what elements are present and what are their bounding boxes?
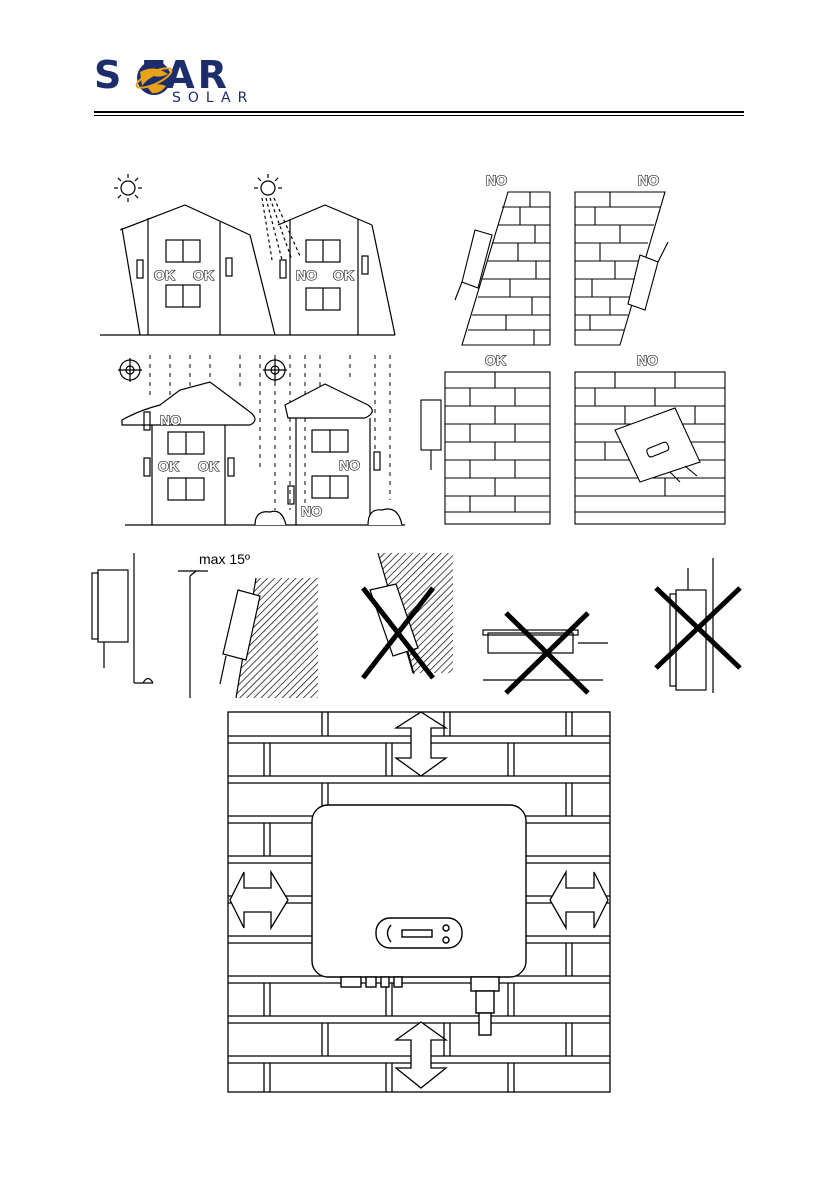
header-divider xyxy=(94,111,744,116)
ok-label: OK xyxy=(193,267,214,283)
no-label: NO xyxy=(637,352,658,368)
no-label: NO xyxy=(486,172,507,188)
clearance-diagram xyxy=(226,710,612,1095)
ok-label: OK xyxy=(154,267,175,283)
clearance-right-arrow xyxy=(550,872,608,928)
ok-label: OK xyxy=(158,458,179,474)
sun-icon xyxy=(254,174,282,195)
ok-label: OK xyxy=(198,458,219,474)
snow-rain-diagram: NO OK OK NO NO xyxy=(110,350,405,530)
clearance-down-arrow xyxy=(396,1022,446,1088)
snowflake-icon xyxy=(118,358,142,382)
ok-label: OK xyxy=(485,352,506,368)
max-angle-label: max 15º xyxy=(199,551,250,567)
no-label: NO xyxy=(339,457,360,473)
sun-exposure-diagram: OK OK NO OK xyxy=(100,170,400,345)
no-label: NO xyxy=(160,412,181,428)
globe-icon xyxy=(134,58,174,98)
mounting-angle-diagram: max 15º xyxy=(78,548,748,698)
inverter-device xyxy=(312,805,526,1035)
tilt-diagram: NO NO xyxy=(440,170,680,348)
sun-icon xyxy=(114,174,142,202)
ok-label: OK xyxy=(333,267,354,283)
clearance-left-arrow xyxy=(230,872,288,928)
clearance-up-arrow xyxy=(396,712,446,776)
snowflake-icon xyxy=(263,358,287,382)
no-label: NO xyxy=(296,267,317,283)
no-label: NO xyxy=(301,503,322,519)
brand-logo-subtext: SOLAR xyxy=(172,91,254,105)
no-label: NO xyxy=(638,172,659,188)
orientation-diagram: OK NO xyxy=(415,350,727,528)
